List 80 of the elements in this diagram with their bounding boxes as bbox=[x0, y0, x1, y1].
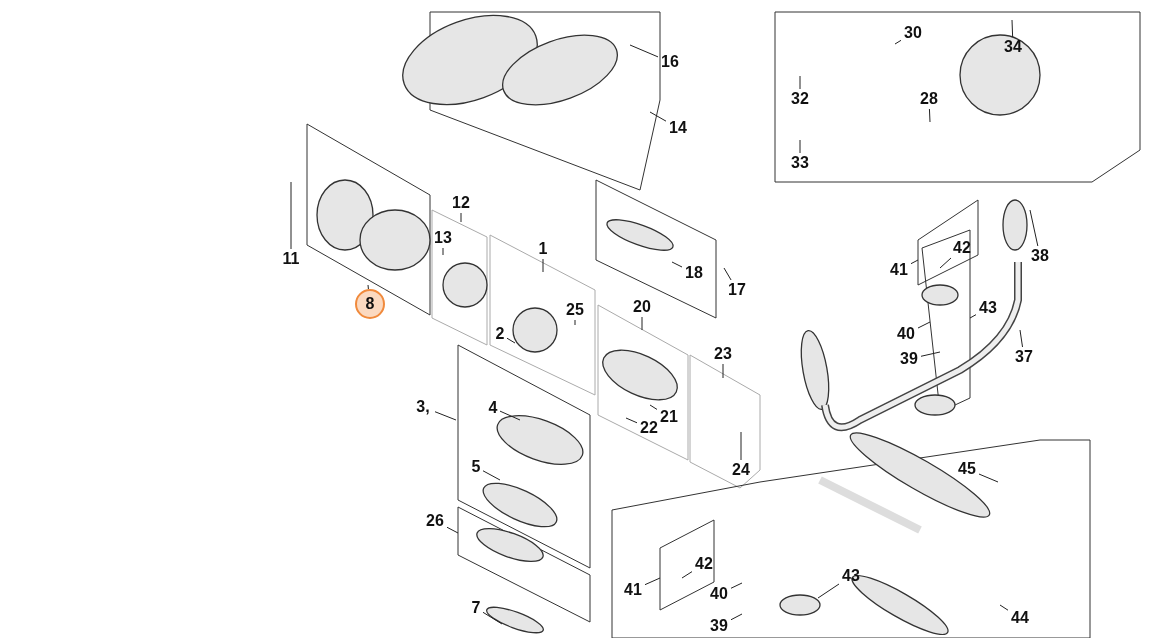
callout-number: 34 bbox=[1004, 38, 1022, 56]
callout-number: 13 bbox=[434, 229, 452, 247]
callout-number: 42 bbox=[695, 555, 713, 573]
callout-number: 2 bbox=[495, 325, 505, 343]
leader-line bbox=[999, 604, 1009, 611]
callout-number: 16 bbox=[661, 53, 679, 71]
leader-line bbox=[681, 571, 693, 579]
callout-number: 40 bbox=[897, 325, 915, 343]
callout-number: 17 bbox=[728, 281, 746, 299]
leader-line bbox=[1011, 19, 1014, 38]
leader-line bbox=[499, 410, 521, 421]
callout-number: 7 bbox=[471, 599, 481, 617]
leader-line bbox=[482, 611, 503, 625]
callout-number: 22 bbox=[640, 419, 658, 437]
callout-number: 41 bbox=[624, 581, 642, 599]
callout-number: 38 bbox=[1031, 247, 1049, 265]
callout-number: 4 bbox=[488, 399, 498, 417]
callout-number: 3, bbox=[416, 398, 430, 416]
callout-number: 5 bbox=[471, 458, 481, 476]
leader-line bbox=[290, 181, 292, 250]
leader-line bbox=[740, 431, 742, 461]
leader-line bbox=[482, 470, 501, 481]
leader-line bbox=[730, 582, 743, 589]
leader-line bbox=[649, 111, 667, 122]
leader-line bbox=[367, 284, 369, 290]
callout-number: 41 bbox=[890, 261, 908, 279]
callout-number: 28 bbox=[920, 90, 938, 108]
callout-number: 30 bbox=[904, 24, 922, 42]
callout-number: 20 bbox=[633, 298, 651, 316]
leader-line bbox=[506, 337, 516, 344]
callout-number: 14 bbox=[669, 119, 687, 137]
callout-number: 39 bbox=[710, 617, 728, 635]
leader-line bbox=[917, 321, 931, 329]
leader-line bbox=[1029, 209, 1039, 247]
leader-line bbox=[542, 258, 544, 273]
callout-number: 32 bbox=[791, 90, 809, 108]
leader-line bbox=[442, 247, 444, 256]
leader-line bbox=[928, 108, 931, 123]
callout-number: 12 bbox=[452, 194, 470, 212]
callout-number: 18 bbox=[685, 264, 703, 282]
leader-line bbox=[894, 39, 902, 45]
leader-line bbox=[625, 417, 638, 424]
leader-line bbox=[644, 577, 661, 586]
leader-line bbox=[629, 44, 659, 58]
callout-number: 33 bbox=[791, 154, 809, 172]
callout-number: 37 bbox=[1015, 348, 1033, 366]
leader-line bbox=[817, 583, 840, 599]
leader-line bbox=[723, 267, 732, 281]
leader-line bbox=[799, 75, 801, 90]
leader-line bbox=[460, 212, 462, 223]
leader-line bbox=[939, 257, 952, 269]
callout-number: 23 bbox=[714, 345, 732, 363]
leader-line bbox=[969, 314, 977, 319]
callout-number: 11 bbox=[282, 250, 300, 268]
callout-number: 25 bbox=[566, 301, 584, 319]
leader-line bbox=[446, 526, 459, 534]
callout-number: 40 bbox=[710, 585, 728, 603]
leader-line bbox=[730, 613, 743, 621]
callout-number: 43 bbox=[842, 567, 860, 585]
callout-number: 42 bbox=[953, 239, 971, 257]
callout-number: 44 bbox=[1011, 609, 1029, 627]
callout-number: 39 bbox=[900, 350, 918, 368]
leader-line bbox=[920, 351, 941, 357]
leader-line bbox=[910, 259, 919, 265]
callout-number: 24 bbox=[732, 461, 750, 479]
callout-number: 21 bbox=[660, 408, 678, 426]
callout-number: 45 bbox=[958, 460, 976, 478]
leader-line bbox=[978, 473, 999, 483]
leader-line bbox=[574, 319, 576, 326]
leader-line bbox=[671, 261, 683, 268]
leader-line bbox=[649, 404, 658, 410]
leader-line bbox=[434, 411, 457, 421]
highlighted-callout-number: 8 bbox=[355, 289, 385, 319]
leader-line bbox=[722, 363, 724, 379]
callout-number: 1 bbox=[538, 240, 548, 258]
leader-line bbox=[799, 139, 801, 154]
leader-line bbox=[641, 316, 643, 331]
callout-number: 43 bbox=[979, 299, 997, 317]
callout-number: 26 bbox=[426, 512, 444, 530]
leader-line bbox=[1019, 329, 1023, 348]
